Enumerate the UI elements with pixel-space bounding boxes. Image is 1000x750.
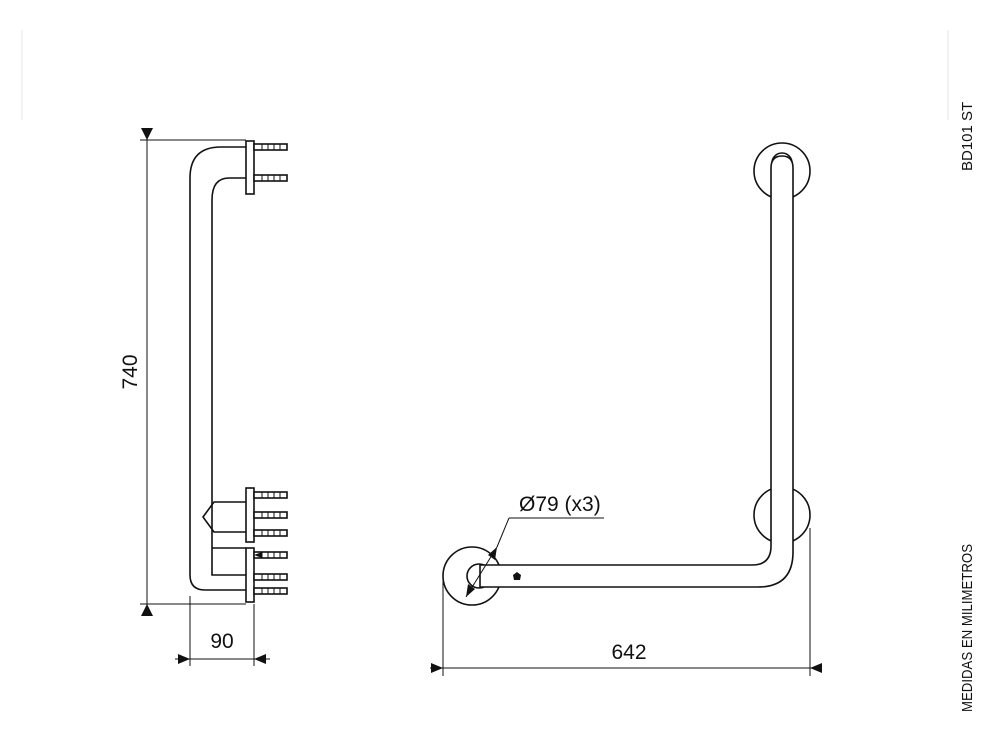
height-dimension: 740 <box>119 128 246 616</box>
height-label: 740 <box>119 354 142 389</box>
units-note: MEDIDAS EN MILIMETROS <box>959 544 976 712</box>
depth-dimension: 90 <box>175 596 270 666</box>
top-flange-plate <box>245 140 255 195</box>
length-dimension: 642 <box>430 528 822 676</box>
side-bar-inner <box>211 177 246 576</box>
mid-flange-plate <box>245 487 255 543</box>
diameter-callout: Ø79 (x3) <box>465 493 604 598</box>
bottom-screws <box>253 491 288 595</box>
sheet-frame <box>21 30 949 120</box>
model-code: BD101 ST <box>959 102 976 171</box>
top-screws <box>253 143 288 182</box>
diameter-label: Ø79 (x3) <box>519 493 601 516</box>
fixing-marker <box>513 572 521 580</box>
side-support-arm <box>202 501 246 533</box>
front-bar <box>479 155 794 588</box>
side-bar-outer <box>189 146 246 591</box>
length-label: 642 <box>611 641 646 664</box>
front-view: Ø79 (x3) 642 <box>430 142 822 676</box>
depth-label: 90 <box>210 630 233 653</box>
side-view: 740 90 <box>119 128 288 666</box>
low-flange-plate <box>245 547 255 603</box>
